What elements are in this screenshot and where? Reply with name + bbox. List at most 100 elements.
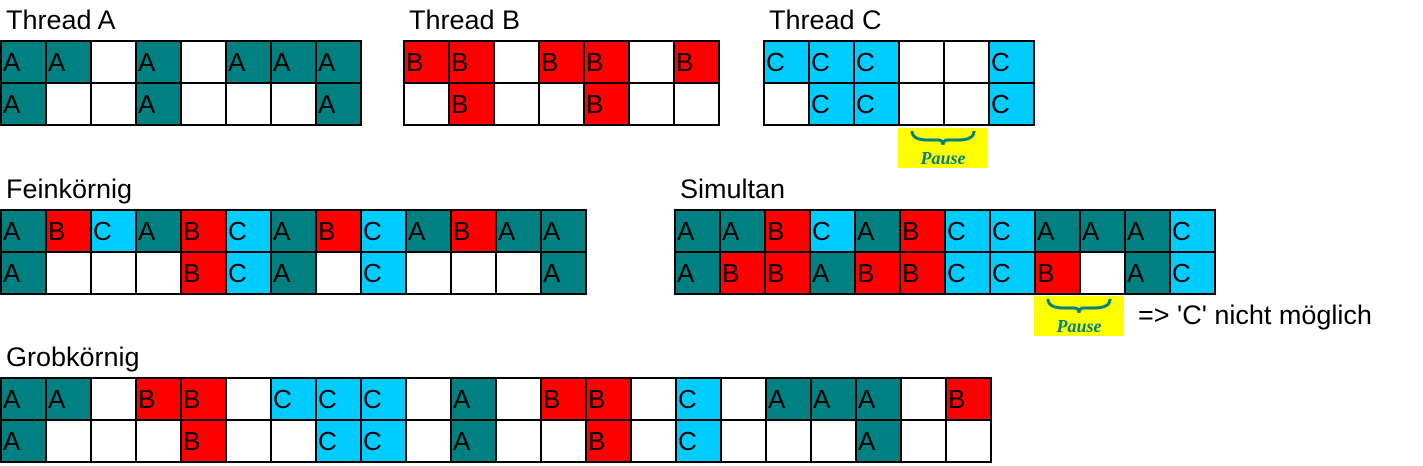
grid-cell (47, 84, 92, 126)
grid-cell (495, 42, 540, 84)
grid-cell (900, 84, 945, 126)
grid-cell: A (227, 42, 272, 84)
grid-cell (947, 421, 992, 463)
grid-cell (47, 253, 92, 295)
grid-cell: A (1036, 211, 1081, 253)
grid-cell: C (811, 211, 856, 253)
grid-cell: C (810, 84, 855, 126)
grid-cell (630, 42, 675, 84)
grid-cell: B (856, 253, 901, 295)
grid-cell: A (452, 421, 497, 463)
grid-cell (722, 379, 767, 421)
grid-cell (900, 42, 945, 84)
grid-cell: A (857, 379, 902, 421)
grid-cell: A (47, 379, 92, 421)
pause-label: Pause (920, 148, 966, 168)
grid-cell: C (991, 211, 1036, 253)
grid-cell: A (137, 211, 182, 253)
grid-cell: C (362, 379, 407, 421)
grid-cell (765, 84, 810, 126)
grid-cell: A (2, 379, 47, 421)
grid-cell: A (317, 84, 362, 126)
curly-brace-icon (910, 130, 976, 146)
curly-brace-icon (1046, 298, 1112, 314)
grid-cell: A (857, 421, 902, 463)
grid-cell: C (855, 42, 900, 84)
grid-cell: B (1036, 253, 1081, 295)
grid-cell: B (587, 379, 632, 421)
grid-cell: A (812, 379, 857, 421)
title-thread-b: Thread B (409, 5, 521, 35)
grid-cell: B (182, 421, 227, 463)
grid-cell: C (92, 211, 137, 253)
grid-cell: B (721, 253, 766, 295)
grid-cell: B (317, 211, 362, 253)
grid-cell (452, 253, 497, 295)
grid-cell: B (901, 211, 946, 253)
grid-cell: B (585, 42, 630, 84)
grid-cell (92, 379, 137, 421)
grid-cell (272, 421, 317, 463)
grid-cell (632, 379, 677, 421)
grid-cell: C (1171, 253, 1216, 295)
grid-cell: B (542, 379, 587, 421)
grid-cell (945, 42, 990, 84)
grid-cell (407, 253, 452, 295)
grid-cell: C (317, 379, 362, 421)
grid-cell: A (542, 211, 587, 253)
grid-cell (722, 421, 767, 463)
grid-cell (182, 84, 227, 126)
grid-cell: B (450, 84, 495, 126)
grid-cell (92, 253, 137, 295)
grid-cell (945, 84, 990, 126)
pause-marker-thread-c: Pause (898, 128, 988, 168)
grid-cell: A (542, 253, 587, 295)
grid-cell: C (1171, 211, 1216, 253)
grid-cell: C (991, 253, 1036, 295)
pause-marker-simultan: Pause (1034, 296, 1124, 336)
grid-cell (272, 84, 317, 126)
grid-cell (497, 421, 542, 463)
grid-cell (137, 253, 182, 295)
grid-cell: C (855, 84, 900, 126)
grid-cell (92, 84, 137, 126)
grid-cell (92, 421, 137, 463)
grid-cell (182, 42, 227, 84)
grid-cell (542, 421, 587, 463)
grid-cell: C (272, 379, 317, 421)
grid-cell: A (497, 211, 542, 253)
grid-cell: B (675, 42, 720, 84)
grid-cell (137, 421, 182, 463)
grid-cell: A (721, 211, 766, 253)
grid-cell: C (946, 253, 991, 295)
grid-cell: C (362, 421, 407, 463)
grid-cell: C (227, 253, 272, 295)
grid-cell: C (677, 421, 722, 463)
grid-cell: C (990, 42, 1035, 84)
grid-cell: A (767, 379, 812, 421)
grid-cell: A (407, 211, 452, 253)
note-c-not-possible: => 'C' nicht möglich (1138, 300, 1372, 330)
grid-cell: A (2, 42, 47, 84)
title-thread-a: Thread A (6, 5, 116, 35)
grid-cell (47, 421, 92, 463)
title-feinkoernig: Feinkörnig (6, 174, 133, 204)
grid-cell (495, 84, 540, 126)
title-thread-c: Thread C (769, 5, 882, 35)
grid-cell: B (452, 211, 497, 253)
grid-cell: A (2, 84, 47, 126)
grid-cell: A (272, 211, 317, 253)
grid-cell: B (540, 42, 585, 84)
grid-cell: A (272, 42, 317, 84)
grid-cell (497, 379, 542, 421)
grid-cell: A (676, 253, 721, 295)
grid-cell (632, 421, 677, 463)
grid-cell: A (2, 253, 47, 295)
grid-cell (630, 84, 675, 126)
grid-cell: B (947, 379, 992, 421)
